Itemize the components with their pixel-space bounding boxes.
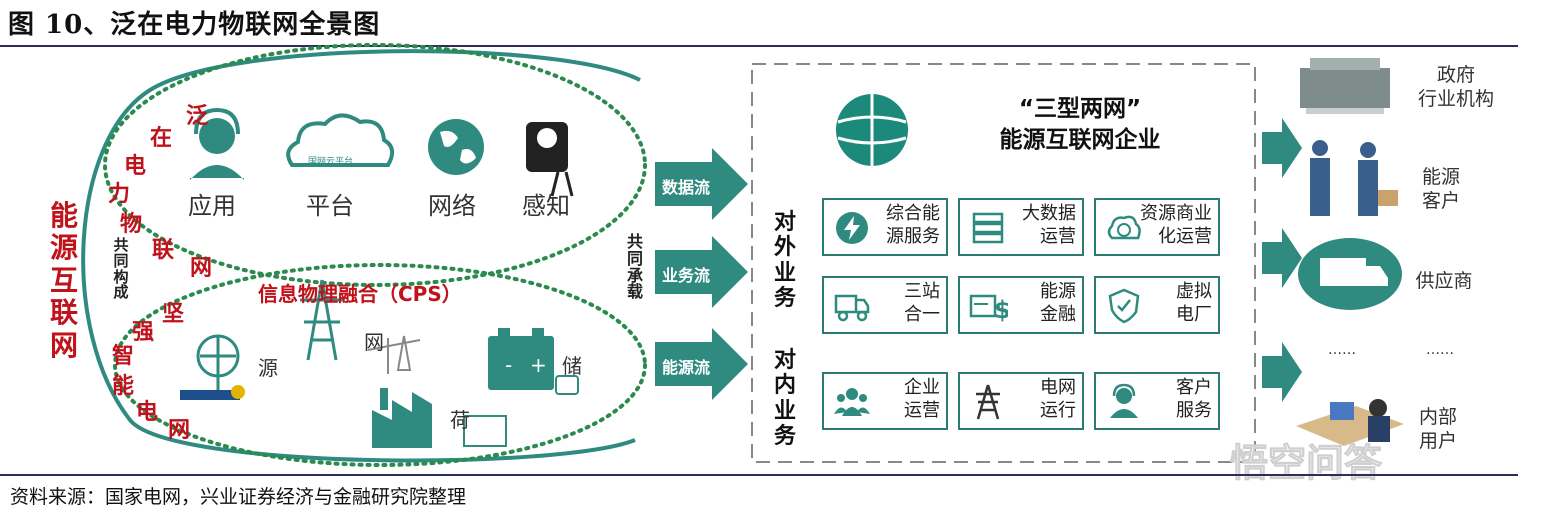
right-arrow-1 xyxy=(1262,118,1302,178)
energy-service-icon xyxy=(836,212,868,244)
shield-plant-icon xyxy=(1108,288,1140,324)
energy-internet-label: 能源互联网 xyxy=(49,199,78,362)
service-three-station[interactable]: 三站合一 xyxy=(822,276,948,334)
stakeholder-government: 政府行业机构 xyxy=(1417,64,1494,110)
label-perception: 感知 xyxy=(522,192,570,220)
government-building-icon xyxy=(1300,58,1390,114)
label-load: 荷 xyxy=(450,408,470,432)
transmission-tower-icon xyxy=(300,279,344,361)
service-enterprise-ops[interactable]: 企业运营 xyxy=(822,372,948,430)
pylon-icon xyxy=(976,384,1000,420)
lower-ring-char-5: 网 xyxy=(168,417,191,443)
upper-ring-char-5: 联 xyxy=(152,237,175,263)
lower-ring-char-2: 智 xyxy=(112,343,135,369)
headset-person-icon xyxy=(190,107,244,180)
upper-ring-char-4: 物 xyxy=(120,211,143,237)
factory-icon xyxy=(372,388,507,448)
cps-label: 信息物理融合（CPS） xyxy=(258,282,462,306)
label-source: 源 xyxy=(258,356,278,380)
business-flow-label: 业务流 xyxy=(662,266,711,285)
service-grid-operation[interactable]: 电网运行 xyxy=(958,372,1084,430)
internal-business-label: 对内业务 xyxy=(773,348,796,449)
business-flow-arrow xyxy=(655,236,748,308)
cloud-sync-icon xyxy=(1107,215,1141,240)
stakeholder-suppliers: 供应商 xyxy=(1415,270,1473,292)
lower-dotted-ellipse xyxy=(113,263,647,467)
right-arrow-3 xyxy=(1262,342,1302,402)
right-arrow-2 xyxy=(1262,228,1302,288)
battery-icon: - + xyxy=(488,328,579,395)
upper-ring-char-1: 在 xyxy=(150,125,173,151)
svg-text:$: $ xyxy=(994,296,1008,324)
jointly-built-label: 共同构成 xyxy=(113,236,129,302)
label-storage: 储 xyxy=(562,354,582,378)
upper-ring-char-0: 泛 xyxy=(186,103,209,129)
enterprise-slogan: “三型两网” 能源互联网企业 xyxy=(950,94,1210,156)
lower-ring-char-1: 强 xyxy=(132,319,155,345)
stakeholder-ellipsis-right: …… xyxy=(1426,342,1454,358)
office-desk-icon xyxy=(1296,399,1404,446)
handshake-icon xyxy=(1310,140,1398,216)
cloud-platform-icon xyxy=(286,113,395,167)
energy-flow-arrow xyxy=(655,328,748,400)
stakeholder-ellipsis-left: …… xyxy=(1328,342,1356,358)
external-business-label: 对外业务 xyxy=(773,210,796,311)
service-energy-finance[interactable]: $ 能源金融 xyxy=(958,276,1084,334)
energy-flow-label: 能源流 xyxy=(662,358,711,377)
data-flow-arrow xyxy=(655,148,748,220)
team-icon xyxy=(834,388,870,416)
jointly-carry-label: 共同承载 xyxy=(626,232,643,302)
slogan-line-2: 能源互联网企业 xyxy=(999,127,1161,154)
upper-ring-char-2: 电 xyxy=(124,153,147,179)
server-icon xyxy=(972,212,1004,244)
lower-ring-char-4: 电 xyxy=(136,399,159,425)
label-grid: 网 xyxy=(364,330,384,354)
upper-ring-char-6: 网 xyxy=(190,255,213,281)
source-note: 资料来源：国家电网，兴业证券经济与金融研究院整理 xyxy=(10,486,467,508)
slogan-line-1: “三型两网” xyxy=(1018,96,1142,122)
stakeholder-energy-customers: 能源客户 xyxy=(1421,166,1460,212)
upper-dotted-ellipse xyxy=(103,43,647,287)
cloud-inner-label: 国网云平台 xyxy=(308,157,354,167)
label-network: 网络 xyxy=(428,192,476,220)
svg-text:+: + xyxy=(530,353,547,377)
service-big-data[interactable]: 大数据运营 xyxy=(958,198,1084,256)
top-divider xyxy=(0,45,1518,47)
watermark: 悟空问答 xyxy=(1229,441,1383,486)
small-grid-icon xyxy=(367,335,421,374)
service-customer-service[interactable]: 客户服务 xyxy=(1094,372,1220,430)
wind-solar-icon xyxy=(180,334,245,400)
card-dollar-icon: $ xyxy=(969,294,1008,324)
sensor-meter-icon xyxy=(526,122,574,197)
outer-ring xyxy=(81,49,641,463)
globe-icon xyxy=(428,119,484,175)
upper-ring-char-3: 力 xyxy=(108,181,131,207)
lower-ring-char-3: 能 xyxy=(112,373,135,399)
figure-title: 图 10、泛在电力物联网全景图 xyxy=(8,10,381,40)
svg-text:-: - xyxy=(505,353,512,377)
delivery-truck-icon xyxy=(1298,238,1402,310)
support-agent-icon xyxy=(1110,383,1138,418)
service-resource-commercialization[interactable]: 资源商业化运营 xyxy=(1094,198,1220,256)
label-platform: 平台 xyxy=(306,192,354,220)
service-virtual-plant[interactable]: 虚拟电厂 xyxy=(1094,276,1220,334)
label-application: 应用 xyxy=(188,192,236,220)
state-grid-logo xyxy=(836,94,908,166)
lower-ring-char-0: 坚 xyxy=(162,301,185,327)
data-flow-label: 数据流 xyxy=(662,178,711,197)
enterprise-box xyxy=(751,63,1256,463)
bottom-divider xyxy=(0,474,1518,476)
truck-icon xyxy=(834,294,870,322)
service-integrated-energy[interactable]: 综合能源服务 xyxy=(822,198,948,256)
stakeholder-internal-users: 内部用户 xyxy=(1418,406,1457,452)
